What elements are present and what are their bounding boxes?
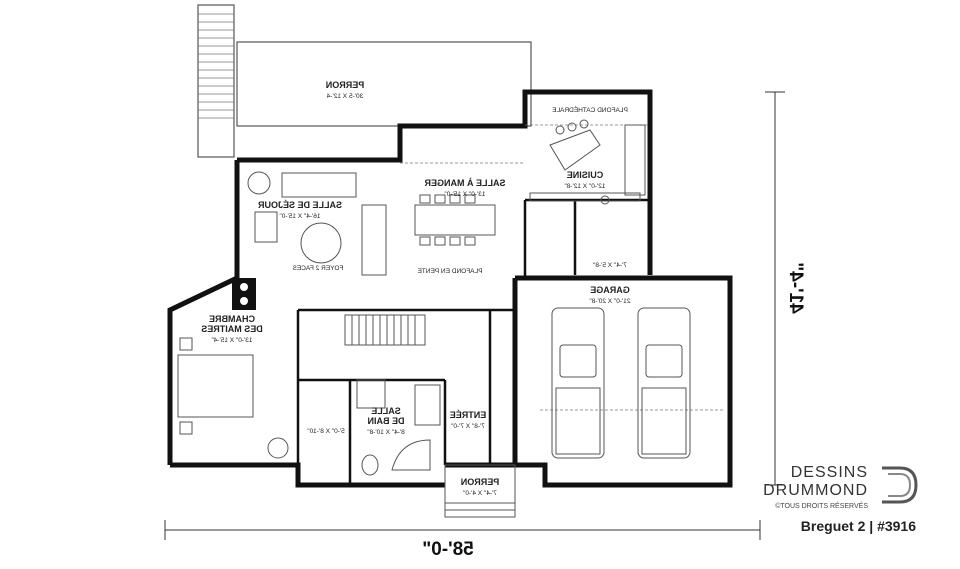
- sink: [600, 195, 610, 205]
- plant: [247, 171, 271, 195]
- car-right: [637, 307, 691, 459]
- side-counter: [624, 124, 646, 196]
- dimension-lines: [164, 91, 785, 540]
- living-furniture: [247, 171, 387, 276]
- brand-tagline: ©TOUS DROITS RÉSERVÉS: [775, 503, 868, 510]
- plan-mirrored-group: [164, 4, 785, 540]
- garage-dims: 21'-0" X 20'-8": [589, 298, 631, 305]
- rangement-dims: 7'-4" X 5'-8": [592, 262, 627, 269]
- perron-top-label: PERRON: [326, 80, 365, 90]
- top-deck: [197, 4, 532, 158]
- sofa-side: [361, 204, 387, 276]
- nightstand: [179, 421, 193, 435]
- chambre-dims: 13'-0" X 15'-4": [211, 337, 253, 344]
- nightstand: [179, 337, 193, 351]
- foyer-label: FOYER 2 FACES: [292, 265, 344, 272]
- entree-dims: 7'-8" X 7'-0": [450, 423, 485, 430]
- kitchen-fixtures: [529, 119, 646, 205]
- bath-fixtures: [356, 379, 441, 476]
- overall-dimensions: 58'-0" 41'-4": [422, 262, 806, 560]
- south-wall-left: [170, 462, 445, 488]
- garage-walls: [512, 275, 733, 488]
- perron-front-dims: 7'-4" X 4'-0": [462, 490, 497, 497]
- salle-a-manger-dims: 13'-0" X 15'-0": [444, 191, 486, 198]
- cuisine-dims: 12'-0" X 12'-8": [564, 183, 606, 190]
- fireplace-body: [232, 278, 256, 310]
- coffee-table: [300, 222, 342, 264]
- sdb-dims: 8'-4" X 10'-8": [367, 429, 405, 436]
- depth-label: 41'-4": [785, 262, 806, 314]
- interior-walls: [296, 198, 650, 485]
- brand-line1: DESSINS: [790, 464, 868, 481]
- stool: [579, 119, 589, 129]
- chambre-label-1: CHAMBRE: [209, 314, 255, 324]
- chair: [267, 437, 289, 459]
- car-left: [551, 307, 605, 459]
- toilet: [361, 454, 379, 476]
- vanity: [414, 384, 441, 426]
- garage-label: GARAGE: [590, 285, 630, 295]
- bedroom-furniture: [177, 337, 289, 459]
- front-porch: [444, 464, 516, 518]
- bed: [177, 354, 254, 418]
- north-wall: [237, 89, 653, 275]
- table: [414, 204, 496, 236]
- brand-line2: DRUMMOND: [763, 482, 868, 499]
- front-steps: [444, 464, 516, 518]
- deck-outline: [236, 41, 532, 127]
- armchair: [254, 211, 278, 243]
- dining-table: [414, 194, 496, 246]
- salle-a-manger-label: SALLE À MANGER: [424, 178, 506, 188]
- kitchen-counter: [529, 192, 641, 202]
- interior-stairs: [344, 314, 426, 346]
- drummond-logo-icon: [882, 466, 918, 504]
- perron-top-dims: 30'-5 X 12'-4: [326, 93, 363, 100]
- kitchen-island: [549, 129, 601, 171]
- garage-cars: [551, 307, 691, 459]
- chambre-label-2: DES MAITRES: [201, 324, 263, 334]
- plan-id: Breguet 2 | #3916: [800, 518, 916, 534]
- sofa: [281, 172, 357, 198]
- sdb-label-2: DE BAIN: [367, 416, 404, 426]
- deck-stairs: [197, 4, 235, 158]
- perron-front-label: PERRON: [461, 477, 500, 487]
- sdb-label-1: SALLE: [371, 406, 401, 416]
- west-wall: [167, 160, 240, 465]
- plafond-pente-label: PLAFOND EN PENTE: [417, 268, 483, 275]
- salle-de-sejour-dims: 16'-4" X 15'-0": [279, 213, 321, 220]
- stair-outline: [344, 314, 426, 346]
- salle-de-sejour-label: SALLE DE SÉJOUR: [257, 200, 342, 210]
- stool: [567, 122, 577, 132]
- shower: [356, 379, 386, 409]
- walk-in-dims: 5'-0" X 8'-10": [307, 428, 345, 435]
- stair-treads: [198, 13, 234, 119]
- entree-label: ENTRÉE: [450, 410, 487, 420]
- room-labels: PERRON 30'-5 X 12'-4 PLAFOND CATHÉDRALE …: [201, 80, 630, 497]
- stool: [555, 125, 565, 135]
- bathtub: [391, 439, 431, 471]
- cuisine-label: CUISINE: [567, 170, 604, 180]
- plafond-cathedrale-label: PLAFOND CATHÉDRALE: [551, 105, 627, 114]
- width-label: 58'-0": [422, 539, 474, 560]
- fireplace: [232, 278, 256, 310]
